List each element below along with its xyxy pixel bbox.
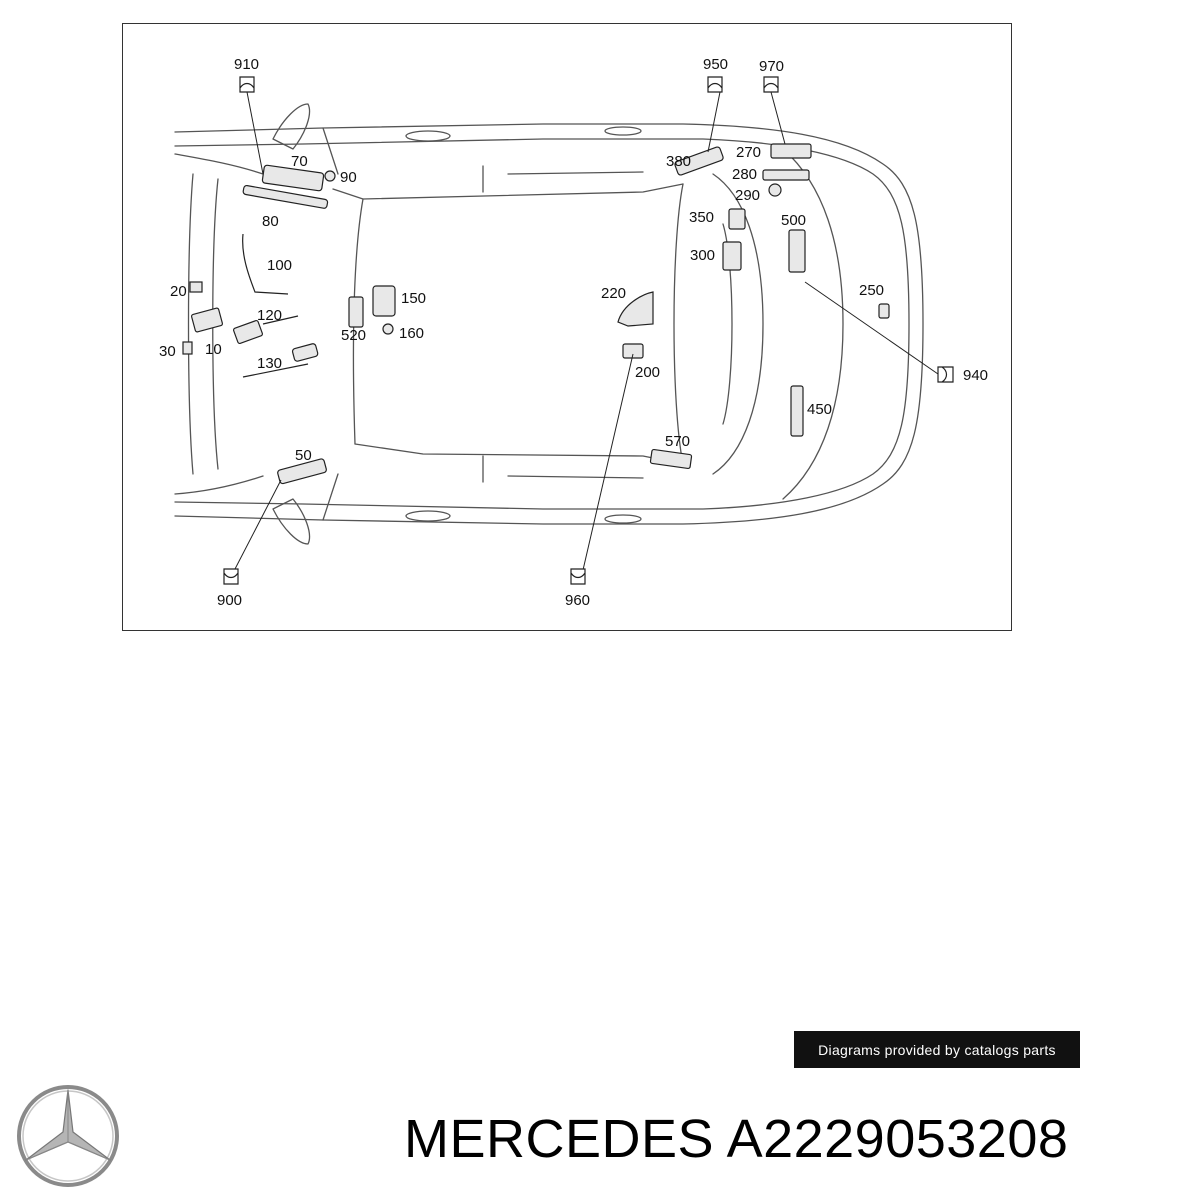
part-sketches bbox=[182, 143, 890, 485]
part-130-unit bbox=[291, 343, 319, 362]
part-300-module bbox=[722, 241, 742, 271]
callout-130: 130 bbox=[257, 355, 282, 372]
part-350-module bbox=[728, 208, 746, 230]
connector-940-symbol bbox=[937, 366, 954, 383]
callout-290: 290 bbox=[735, 187, 760, 204]
callout-250: 250 bbox=[859, 282, 884, 299]
part-500-strip bbox=[788, 229, 806, 273]
callout-80: 80 bbox=[262, 213, 279, 230]
part-520-connector bbox=[348, 296, 364, 328]
part-30-clip bbox=[182, 341, 193, 355]
callout-labels: 910 950 970 70 90 80 100 20 120 30 10 13… bbox=[159, 56, 988, 609]
part-450-strip bbox=[790, 385, 804, 437]
callout-350: 350 bbox=[689, 209, 714, 226]
callout-160: 160 bbox=[399, 325, 424, 342]
part-200-base bbox=[622, 343, 644, 359]
callout-30: 30 bbox=[159, 343, 176, 360]
callout-960: 960 bbox=[565, 592, 590, 609]
part-570-module bbox=[649, 448, 693, 470]
callout-520: 520 bbox=[341, 327, 366, 344]
callout-900: 900 bbox=[217, 592, 242, 609]
mercedes-star-logo bbox=[17, 1085, 119, 1187]
part-270-amp bbox=[770, 143, 812, 159]
callout-220: 220 bbox=[601, 285, 626, 302]
part-50-strip bbox=[277, 458, 327, 485]
part-130-cable bbox=[242, 363, 309, 378]
callout-100: 100 bbox=[267, 257, 292, 274]
callout-120: 120 bbox=[257, 307, 282, 324]
part-280-bracket bbox=[762, 169, 810, 181]
callout-90: 90 bbox=[340, 169, 357, 186]
car-parts-illustration: 910 950 970 70 90 80 100 20 120 30 10 13… bbox=[159, 56, 988, 609]
part-10-module bbox=[190, 307, 224, 333]
callout-500: 500 bbox=[781, 212, 806, 229]
connector-symbols bbox=[223, 76, 954, 585]
connector-960-symbol bbox=[570, 568, 586, 585]
connector-950-symbol bbox=[707, 76, 723, 93]
diagram-credit-banner: Diagrams provided by catalogs parts bbox=[794, 1031, 1080, 1068]
callout-570: 570 bbox=[665, 433, 690, 450]
callout-200: 200 bbox=[635, 364, 660, 381]
part-80-bracket bbox=[242, 184, 329, 209]
connector-910-symbol bbox=[239, 76, 255, 93]
part-160-grommet bbox=[382, 323, 394, 335]
leader-lines bbox=[234, 91, 939, 571]
part-290-nut bbox=[768, 183, 782, 197]
callout-970: 970 bbox=[759, 58, 784, 75]
callout-10: 10 bbox=[205, 341, 222, 358]
callout-380: 380 bbox=[666, 153, 691, 170]
parts-diagram: 910 950 970 70 90 80 100 20 120 30 10 13… bbox=[122, 23, 1012, 631]
part-250-clip bbox=[878, 303, 890, 319]
callout-950: 950 bbox=[703, 56, 728, 73]
callout-450: 450 bbox=[807, 401, 832, 418]
part-90-nut bbox=[324, 170, 336, 182]
callout-300: 300 bbox=[690, 247, 715, 264]
callout-280: 280 bbox=[732, 166, 757, 183]
part-20-screw bbox=[189, 281, 203, 293]
part-120-lead bbox=[262, 315, 299, 325]
product-title: MERCEDES A2229053208 bbox=[404, 1109, 1069, 1169]
connector-900-symbol bbox=[223, 568, 239, 585]
connector-970-symbol bbox=[763, 76, 779, 93]
callout-20: 20 bbox=[170, 283, 187, 300]
callout-70: 70 bbox=[291, 153, 308, 170]
part-120-antenna bbox=[233, 319, 263, 345]
part-220-shark-antenna bbox=[617, 291, 654, 327]
callout-150: 150 bbox=[401, 290, 426, 307]
part-380-strip bbox=[674, 146, 724, 176]
part-150-module bbox=[372, 285, 396, 317]
callout-50: 50 bbox=[295, 447, 312, 464]
callout-270: 270 bbox=[736, 144, 761, 161]
callout-940: 940 bbox=[963, 367, 988, 384]
callout-910: 910 bbox=[234, 56, 259, 73]
part-100-cable bbox=[242, 233, 289, 295]
